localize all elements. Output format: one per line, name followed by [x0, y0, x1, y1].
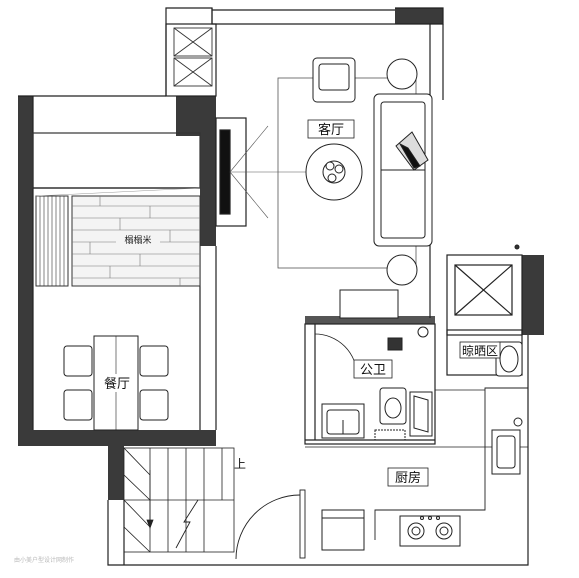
label-dining: 餐厅: [104, 376, 130, 392]
label-laundry: 晾晒区: [462, 343, 498, 358]
tv-sightlines: [229, 125, 320, 219]
label-kitchen: 厨房: [395, 470, 421, 486]
label-tatami: 榻榻米: [124, 234, 151, 246]
label-stairs-up: 上: [234, 457, 246, 471]
kitchen-fixtures: [321, 417, 523, 551]
washing-machine: [495, 244, 523, 377]
living-furniture: [305, 57, 433, 319]
staircase: [123, 447, 235, 553]
entry-door: [235, 489, 306, 560]
walls: [18, 8, 544, 500]
wardrobe: [173, 27, 213, 87]
dining-set: [63, 335, 169, 431]
watermark: 由小美户型设计网制作: [14, 556, 74, 564]
label-bath: 公卫: [360, 363, 386, 378]
label-living: 客厅: [318, 122, 344, 138]
room-labels: 客厅 榻榻米 餐厅 公卫 厨房 晾晒区 上: [98, 119, 501, 487]
bathroom-fixtures: [314, 326, 433, 441]
